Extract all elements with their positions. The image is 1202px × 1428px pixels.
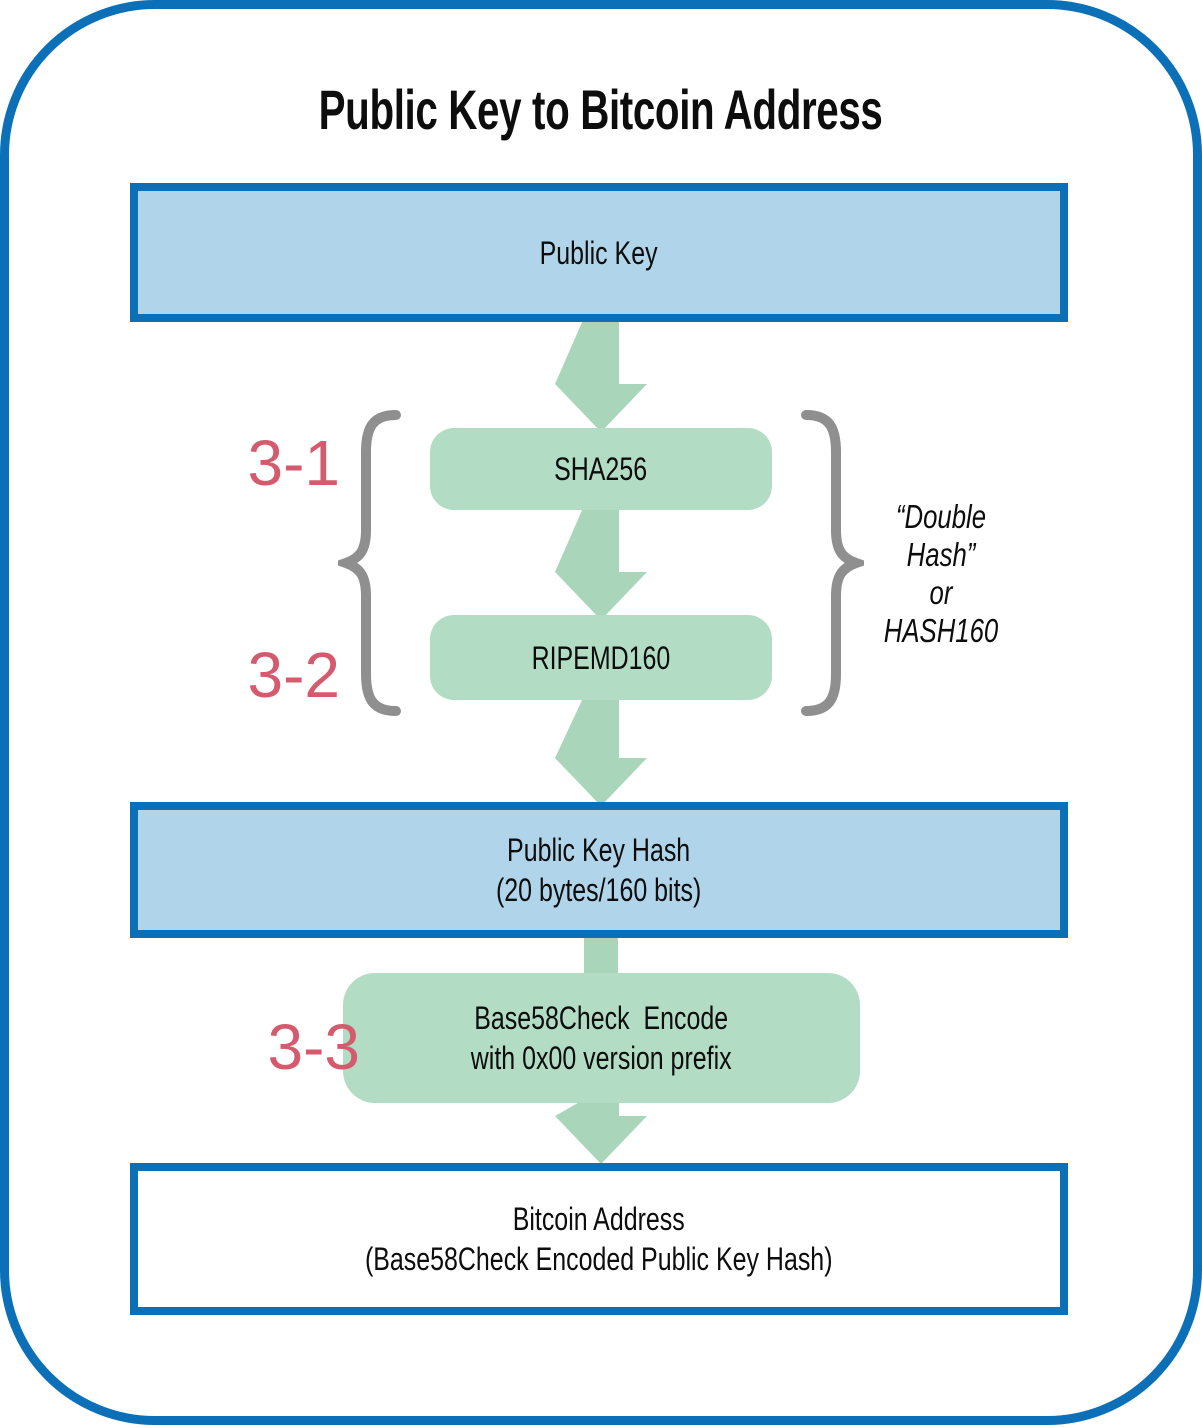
arrow-ripemd160-to-public-key-hash-icon [555, 698, 647, 806]
double-hash-annotation-text: “Double Hash” or HASH160 [883, 498, 999, 649]
arrow-base58check-to-bitcoin-address-icon [555, 1100, 647, 1164]
node-public-key-hash-label: Public Key Hash (20 bytes/160 bits) [496, 832, 702, 908]
right-brace-icon [794, 410, 864, 716]
diagram-title: Public Key to Bitcoin Address [0, 78, 1202, 142]
step-label-3-3: 3-3 [267, 1011, 361, 1083]
node-sha256-label: SHA256 [554, 451, 648, 487]
node-base58check-encode: Base58Check Encode with 0x00 version pre… [343, 973, 860, 1103]
node-ripemd160-label: RIPEMD160 [531, 639, 671, 676]
arrow-public-key-hash-to-base58check-icon [584, 936, 618, 976]
node-bitcoin-address: Bitcoin Address (Base58Check Encoded Pub… [130, 1163, 1068, 1315]
node-base58check-encode-label: Base58Check Encode with 0x00 version pre… [471, 1000, 732, 1076]
arrow-public-key-to-sha256-icon [555, 320, 647, 432]
arrow-sha256-to-ripemd160-icon [555, 508, 647, 620]
double-hash-annotation: “Double Hash” or HASH160 [836, 498, 1046, 650]
node-ripemd160: RIPEMD160 [430, 615, 772, 700]
node-public-key-label: Public Key [540, 234, 658, 271]
node-bitcoin-address-label: Bitcoin Address (Base58Check Encoded Pub… [365, 1201, 833, 1277]
left-brace-icon [338, 410, 408, 716]
node-public-key-hash: Public Key Hash (20 bytes/160 bits) [130, 802, 1068, 938]
step-label-3-1: 3-1 [247, 427, 341, 499]
node-sha256: SHA256 [430, 428, 772, 510]
node-public-key: Public Key [130, 183, 1068, 322]
step-label-3-2: 3-2 [247, 639, 341, 711]
diagram-title-text: Public Key to Bitcoin Address [319, 78, 883, 141]
